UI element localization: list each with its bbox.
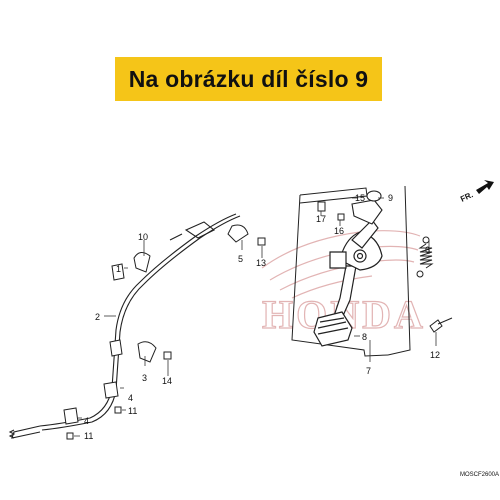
callout-1: 1 xyxy=(116,264,121,274)
direction-label: FR. xyxy=(459,190,474,204)
front-arrow-icon xyxy=(476,180,494,194)
callout-5: 5 xyxy=(238,254,243,264)
small-fasteners xyxy=(317,201,345,221)
callout-9: 9 xyxy=(388,193,393,203)
callout-13: 13 xyxy=(256,258,266,268)
title-banner: Na obrázku díl číslo 9 xyxy=(115,57,382,101)
callout-4b: 4 xyxy=(84,416,89,426)
callout-3: 3 xyxy=(142,373,147,383)
callout-10: 10 xyxy=(138,232,148,242)
return-spring xyxy=(416,236,434,278)
callout-16: 16 xyxy=(334,226,344,236)
cable-clamps xyxy=(63,224,249,425)
pedal-assembly-frame xyxy=(291,185,411,357)
callout-17: 17 xyxy=(316,214,326,224)
callout-4a: 4 xyxy=(128,393,133,403)
callout-12: 12 xyxy=(430,350,440,360)
small-bolts xyxy=(66,237,266,440)
part-9-bracket xyxy=(351,190,383,225)
callout-2: 2 xyxy=(95,312,100,322)
callout-11b: 11 xyxy=(84,431,93,441)
brake-cable xyxy=(8,213,241,439)
callout-7: 7 xyxy=(366,366,371,376)
leader-lines xyxy=(74,197,437,437)
callout-14: 14 xyxy=(162,376,172,386)
callout-15: 15 xyxy=(355,193,365,203)
bolt-12 xyxy=(429,317,453,333)
callout-8: 8 xyxy=(362,332,367,342)
callout-6: 6 xyxy=(425,245,430,255)
callout-11a: 11 xyxy=(128,406,137,416)
diagram-code: MOSCF2600A xyxy=(460,472,499,478)
pedal-pad xyxy=(313,311,353,347)
